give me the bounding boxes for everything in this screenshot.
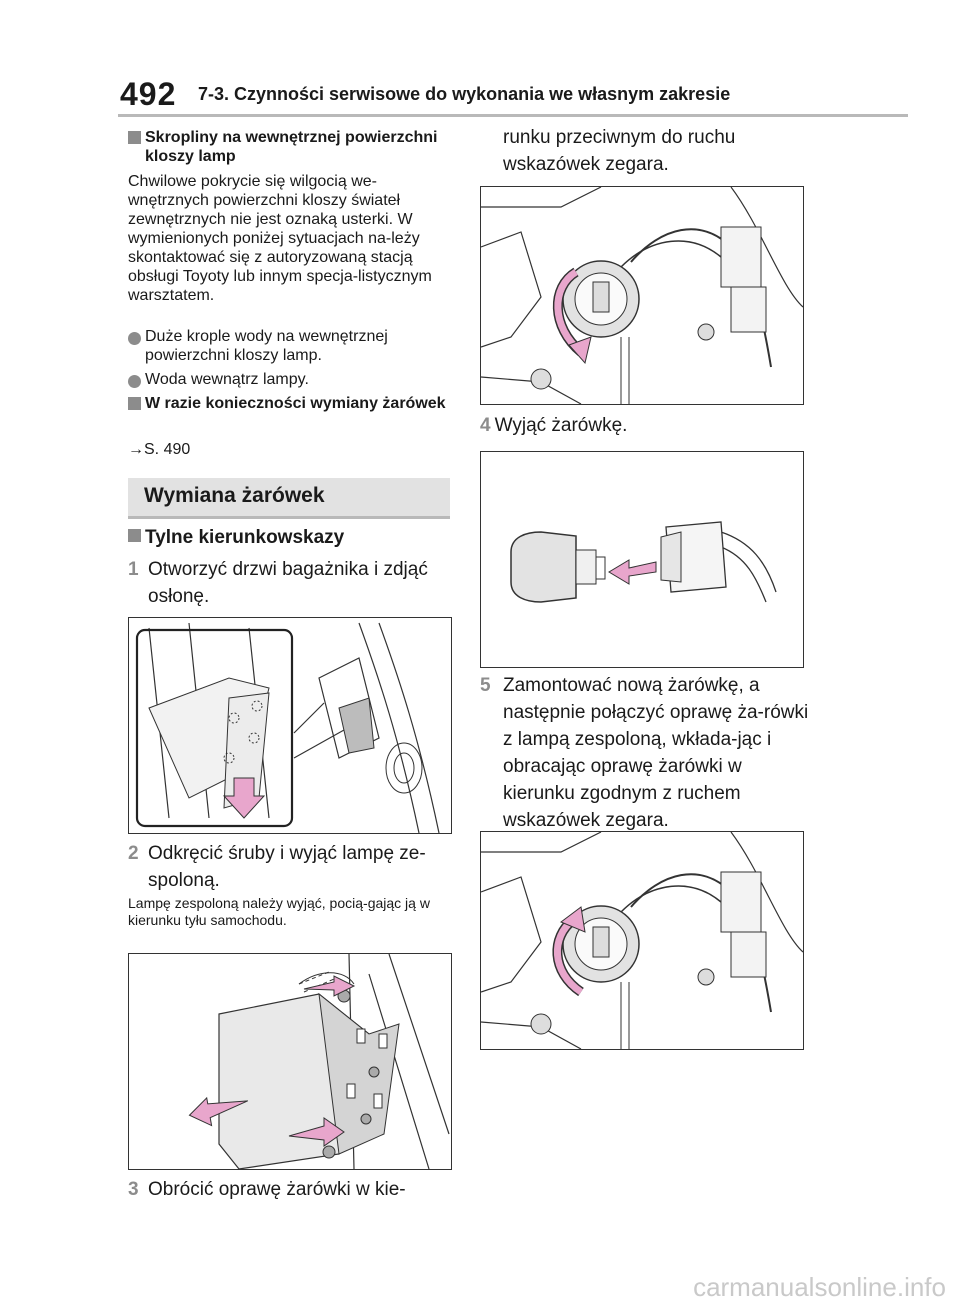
- circle-bullet-icon: [128, 332, 141, 345]
- chapter-title: 7-3. Czynności serwisowe do wykonania we…: [198, 84, 731, 104]
- square-bullet-icon: [128, 131, 141, 144]
- watermark: carmanualsonline.info: [693, 1272, 946, 1302]
- section-title: Wymiana żarówek: [144, 484, 325, 507]
- figure-remove-combination-lamp: [128, 953, 452, 1170]
- step-2: 2 Odkręcić śruby i wyjąć lampę ze-spolon…: [128, 843, 426, 891]
- figure-rotate-clockwise: [480, 831, 804, 1050]
- subsection-heading: Tylne kierunkowskazy: [128, 527, 344, 549]
- page-number: 492: [120, 76, 177, 112]
- paragraph-condensation: Chwilowe pokrycie się wilgocią we-wnętrz…: [128, 173, 432, 304]
- subheading-replacement: W razie konieczności wymiany żarówek: [128, 394, 453, 413]
- circle-bullet-icon: [128, 375, 141, 388]
- step-3-continuation: runku przeciwnym do ruchu wskazówek zega…: [503, 127, 736, 175]
- section-header-box: [128, 478, 450, 519]
- bullet-item: Duże krople wody na wewnętrznej powierzc…: [128, 327, 453, 365]
- subheading-condensation: Skropliny na wewnętrznej powierzchni klo…: [128, 128, 453, 166]
- square-bullet-icon: [128, 397, 141, 410]
- header-divider: [118, 114, 908, 117]
- step-3: 3 Obrócić oprawę żarówki w kie-: [128, 1179, 406, 1200]
- figure-rotate-counterclockwise: [480, 186, 804, 405]
- step-1: 1 Otworzyć drzwi bagażnika i zdjąć osłon…: [128, 559, 428, 607]
- step-2-note: Lampę zespoloną należy wyjąć, pocią-gają…: [128, 895, 430, 928]
- bullet-item: Woda wewnątrz lampy.: [128, 370, 453, 389]
- step-5: 5 Zamontować nową żarówkę, a następnie p…: [480, 675, 809, 831]
- square-bullet-icon: [128, 529, 141, 542]
- figure-remove-bulb: [480, 451, 804, 668]
- figure-trunk-cover: [128, 617, 452, 834]
- page-reference: →S. 490: [128, 441, 191, 458]
